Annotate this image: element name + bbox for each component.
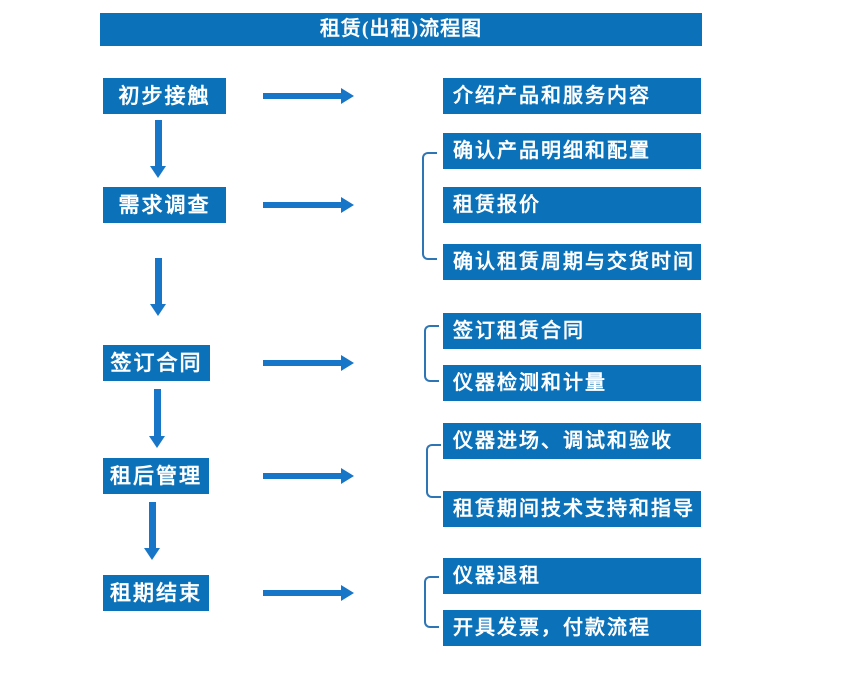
output-box-instrument-testing: 仪器检测和计量 <box>443 365 701 401</box>
bracket-group-5 <box>424 576 439 628</box>
step-box-post-rental-mgmt: 租后管理 <box>103 458 209 494</box>
right-arrow-3 <box>263 355 354 371</box>
down-arrow-shaft <box>155 258 162 304</box>
right-arrow-head-icon <box>341 197 354 213</box>
bracket-group-3 <box>424 325 439 382</box>
right-arrow-head-icon <box>341 585 354 601</box>
right-arrow-1 <box>263 88 354 104</box>
down-arrow-shaft <box>149 502 156 548</box>
right-arrow-head-icon <box>341 355 354 371</box>
output-box-instrument-return: 仪器退租 <box>443 558 701 594</box>
output-box-invoice-payment: 开具发票，付款流程 <box>443 610 701 646</box>
down-arrow-4 <box>144 502 161 560</box>
output-box-confirm-details: 确认产品明细和配置 <box>443 133 701 169</box>
bracket-group-2 <box>422 152 437 260</box>
page-title: 租赁(出租)流程图 <box>100 13 702 46</box>
step-box-rental-end: 租期结束 <box>103 575 209 611</box>
bracket-group-4 <box>426 444 441 498</box>
output-box-intro-products: 介绍产品和服务内容 <box>443 78 701 114</box>
right-arrow-shaft <box>263 473 342 479</box>
down-arrow-head-icon <box>150 166 166 178</box>
step-box-initial-contact: 初步接触 <box>103 78 226 114</box>
output-box-tech-support: 租赁期间技术支持和指导 <box>443 491 701 527</box>
right-arrow-5 <box>263 585 354 601</box>
right-arrow-shaft <box>263 202 342 208</box>
output-box-instrument-setup: 仪器进场、调试和验收 <box>443 423 701 459</box>
output-box-confirm-period: 确认租赁周期与交货时间 <box>443 244 701 280</box>
down-arrow-1 <box>150 120 167 178</box>
down-arrow-head-icon <box>150 304 166 316</box>
right-arrow-4 <box>263 468 354 484</box>
step-box-demand-survey: 需求调查 <box>103 187 226 223</box>
step-box-sign-contract: 签订合同 <box>103 345 210 381</box>
right-arrow-head-icon <box>341 88 354 104</box>
down-arrow-head-icon <box>144 548 160 560</box>
right-arrow-shaft <box>263 360 342 366</box>
right-arrow-head-icon <box>341 468 354 484</box>
output-box-sign-rental-contract: 签订租赁合同 <box>443 313 701 349</box>
output-box-rental-quote: 租赁报价 <box>443 187 701 223</box>
down-arrow-head-icon <box>149 436 165 448</box>
right-arrow-shaft <box>263 93 342 99</box>
down-arrow-shaft <box>154 389 161 436</box>
right-arrow-2 <box>263 197 354 213</box>
down-arrow-2 <box>150 258 167 316</box>
down-arrow-shaft <box>155 120 162 166</box>
down-arrow-3 <box>149 389 166 448</box>
right-arrow-shaft <box>263 590 342 596</box>
